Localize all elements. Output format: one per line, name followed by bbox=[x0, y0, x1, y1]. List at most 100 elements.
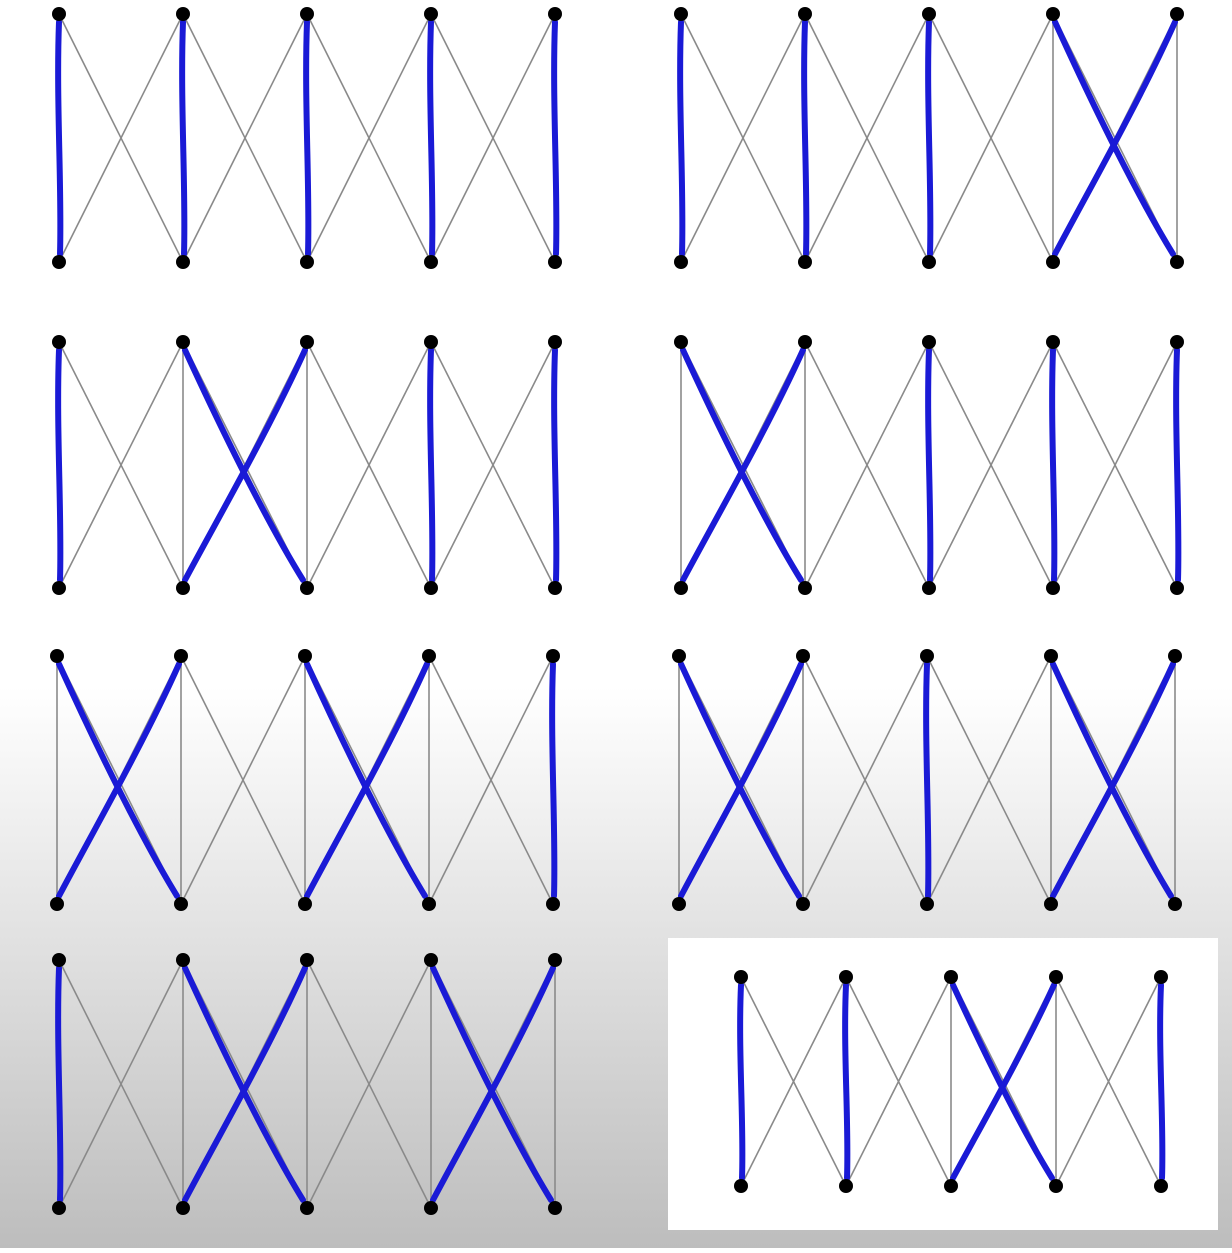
graph-panel-p3 bbox=[52, 335, 562, 595]
vertex-bottom bbox=[422, 897, 436, 911]
edge-cross bbox=[306, 13, 432, 263]
edge-cross bbox=[430, 13, 556, 263]
edge-cross bbox=[428, 655, 554, 905]
edge-cross bbox=[306, 341, 432, 589]
highlight-cross-b bbox=[680, 347, 806, 583]
edge-cross bbox=[845, 976, 952, 1187]
highlight-cross-b bbox=[1050, 661, 1176, 899]
highlight-cross-b bbox=[430, 965, 556, 1203]
vertex-bottom bbox=[1046, 255, 1060, 269]
vertex-bottom bbox=[52, 1201, 66, 1215]
vertex-top bbox=[1046, 7, 1060, 21]
vertex-bottom bbox=[50, 897, 64, 911]
edge-cross bbox=[740, 976, 847, 1187]
vertex-top bbox=[1170, 7, 1184, 21]
graph-panel-p1 bbox=[52, 7, 562, 269]
vertex-bottom bbox=[52, 255, 66, 269]
highlight-vertical bbox=[55, 965, 64, 1203]
vertex-top bbox=[300, 953, 314, 967]
vertex-top bbox=[922, 7, 936, 21]
vertex-top bbox=[300, 7, 314, 21]
edge-cross bbox=[1055, 976, 1162, 1187]
edge-cross bbox=[926, 655, 1052, 905]
highlight-cross-a bbox=[1050, 661, 1174, 899]
vertex-bottom bbox=[298, 897, 312, 911]
vertex-top bbox=[1168, 649, 1182, 663]
highlight-vertical bbox=[925, 347, 934, 583]
edge-cross bbox=[58, 959, 184, 1209]
vertex-top bbox=[546, 649, 560, 663]
edge-cross bbox=[928, 13, 1054, 263]
highlight-cross-a bbox=[56, 661, 180, 899]
vertex-bottom bbox=[548, 581, 562, 595]
edge-cross bbox=[804, 341, 930, 589]
highlight-cross-b bbox=[56, 661, 182, 899]
vertex-bottom bbox=[922, 581, 936, 595]
vertex-top bbox=[798, 335, 812, 349]
vertex-top bbox=[798, 7, 812, 21]
vertex-top bbox=[548, 953, 562, 967]
vertex-bottom bbox=[672, 897, 686, 911]
highlight-vertical bbox=[55, 347, 64, 583]
vertex-top bbox=[52, 335, 66, 349]
graph-panel-p5 bbox=[50, 649, 560, 911]
edge-cross bbox=[306, 959, 432, 1209]
highlight-vertical bbox=[551, 19, 560, 257]
vertex-bottom bbox=[920, 897, 934, 911]
vertex-bottom bbox=[546, 897, 560, 911]
vertex-top bbox=[734, 970, 748, 984]
edge-cross bbox=[180, 655, 306, 905]
vertex-bottom bbox=[1046, 581, 1060, 595]
highlight-vertical bbox=[55, 19, 64, 257]
vertex-bottom bbox=[674, 581, 688, 595]
vertex-bottom bbox=[300, 255, 314, 269]
highlight-cross-a bbox=[680, 347, 804, 583]
vertex-top bbox=[298, 649, 312, 663]
vertex-bottom bbox=[174, 897, 188, 911]
graph-panel-p4 bbox=[674, 335, 1184, 595]
vertex-bottom bbox=[176, 581, 190, 595]
panels-layer bbox=[50, 7, 1184, 1215]
vertex-top bbox=[52, 7, 66, 21]
vertex-bottom bbox=[1170, 255, 1184, 269]
vertex-top bbox=[1044, 649, 1058, 663]
vertex-top bbox=[424, 7, 438, 21]
vertex-bottom bbox=[424, 1201, 438, 1215]
highlight-cross-a bbox=[182, 965, 306, 1203]
highlight-vertical bbox=[1157, 982, 1166, 1181]
vertex-top bbox=[176, 7, 190, 21]
vertex-top bbox=[1046, 335, 1060, 349]
highlight-vertical bbox=[427, 347, 436, 583]
highlight-vertical bbox=[551, 347, 560, 583]
vertex-bottom bbox=[176, 255, 190, 269]
highlight-cross-a bbox=[678, 661, 802, 899]
edge-cross bbox=[928, 341, 1054, 589]
highlight-cross-a bbox=[182, 347, 306, 583]
vertex-bottom bbox=[548, 1201, 562, 1215]
highlight-cross-b bbox=[182, 965, 308, 1203]
vertex-bottom bbox=[176, 1201, 190, 1215]
vertex-bottom bbox=[300, 581, 314, 595]
highlight-vertical bbox=[737, 982, 746, 1181]
vertex-top bbox=[1049, 970, 1063, 984]
framed-panel-background bbox=[668, 938, 1218, 1230]
edge-cross bbox=[680, 13, 806, 263]
vertex-bottom bbox=[798, 255, 812, 269]
vertex-top bbox=[944, 970, 958, 984]
graph-panel-p2 bbox=[674, 7, 1184, 269]
vertex-top bbox=[920, 649, 934, 663]
highlight-vertical bbox=[1049, 347, 1058, 583]
vertex-bottom bbox=[1049, 1179, 1063, 1193]
highlight-vertical bbox=[801, 19, 810, 257]
edge-cross bbox=[1052, 341, 1178, 589]
vertex-bottom bbox=[798, 581, 812, 595]
vertex-bottom bbox=[922, 255, 936, 269]
vertex-bottom bbox=[1168, 897, 1182, 911]
vertex-top bbox=[174, 649, 188, 663]
edge-cross bbox=[58, 341, 184, 589]
vertex-bottom bbox=[300, 1201, 314, 1215]
highlight-vertical bbox=[427, 19, 436, 257]
vertex-top bbox=[796, 649, 810, 663]
vertex-top bbox=[922, 335, 936, 349]
